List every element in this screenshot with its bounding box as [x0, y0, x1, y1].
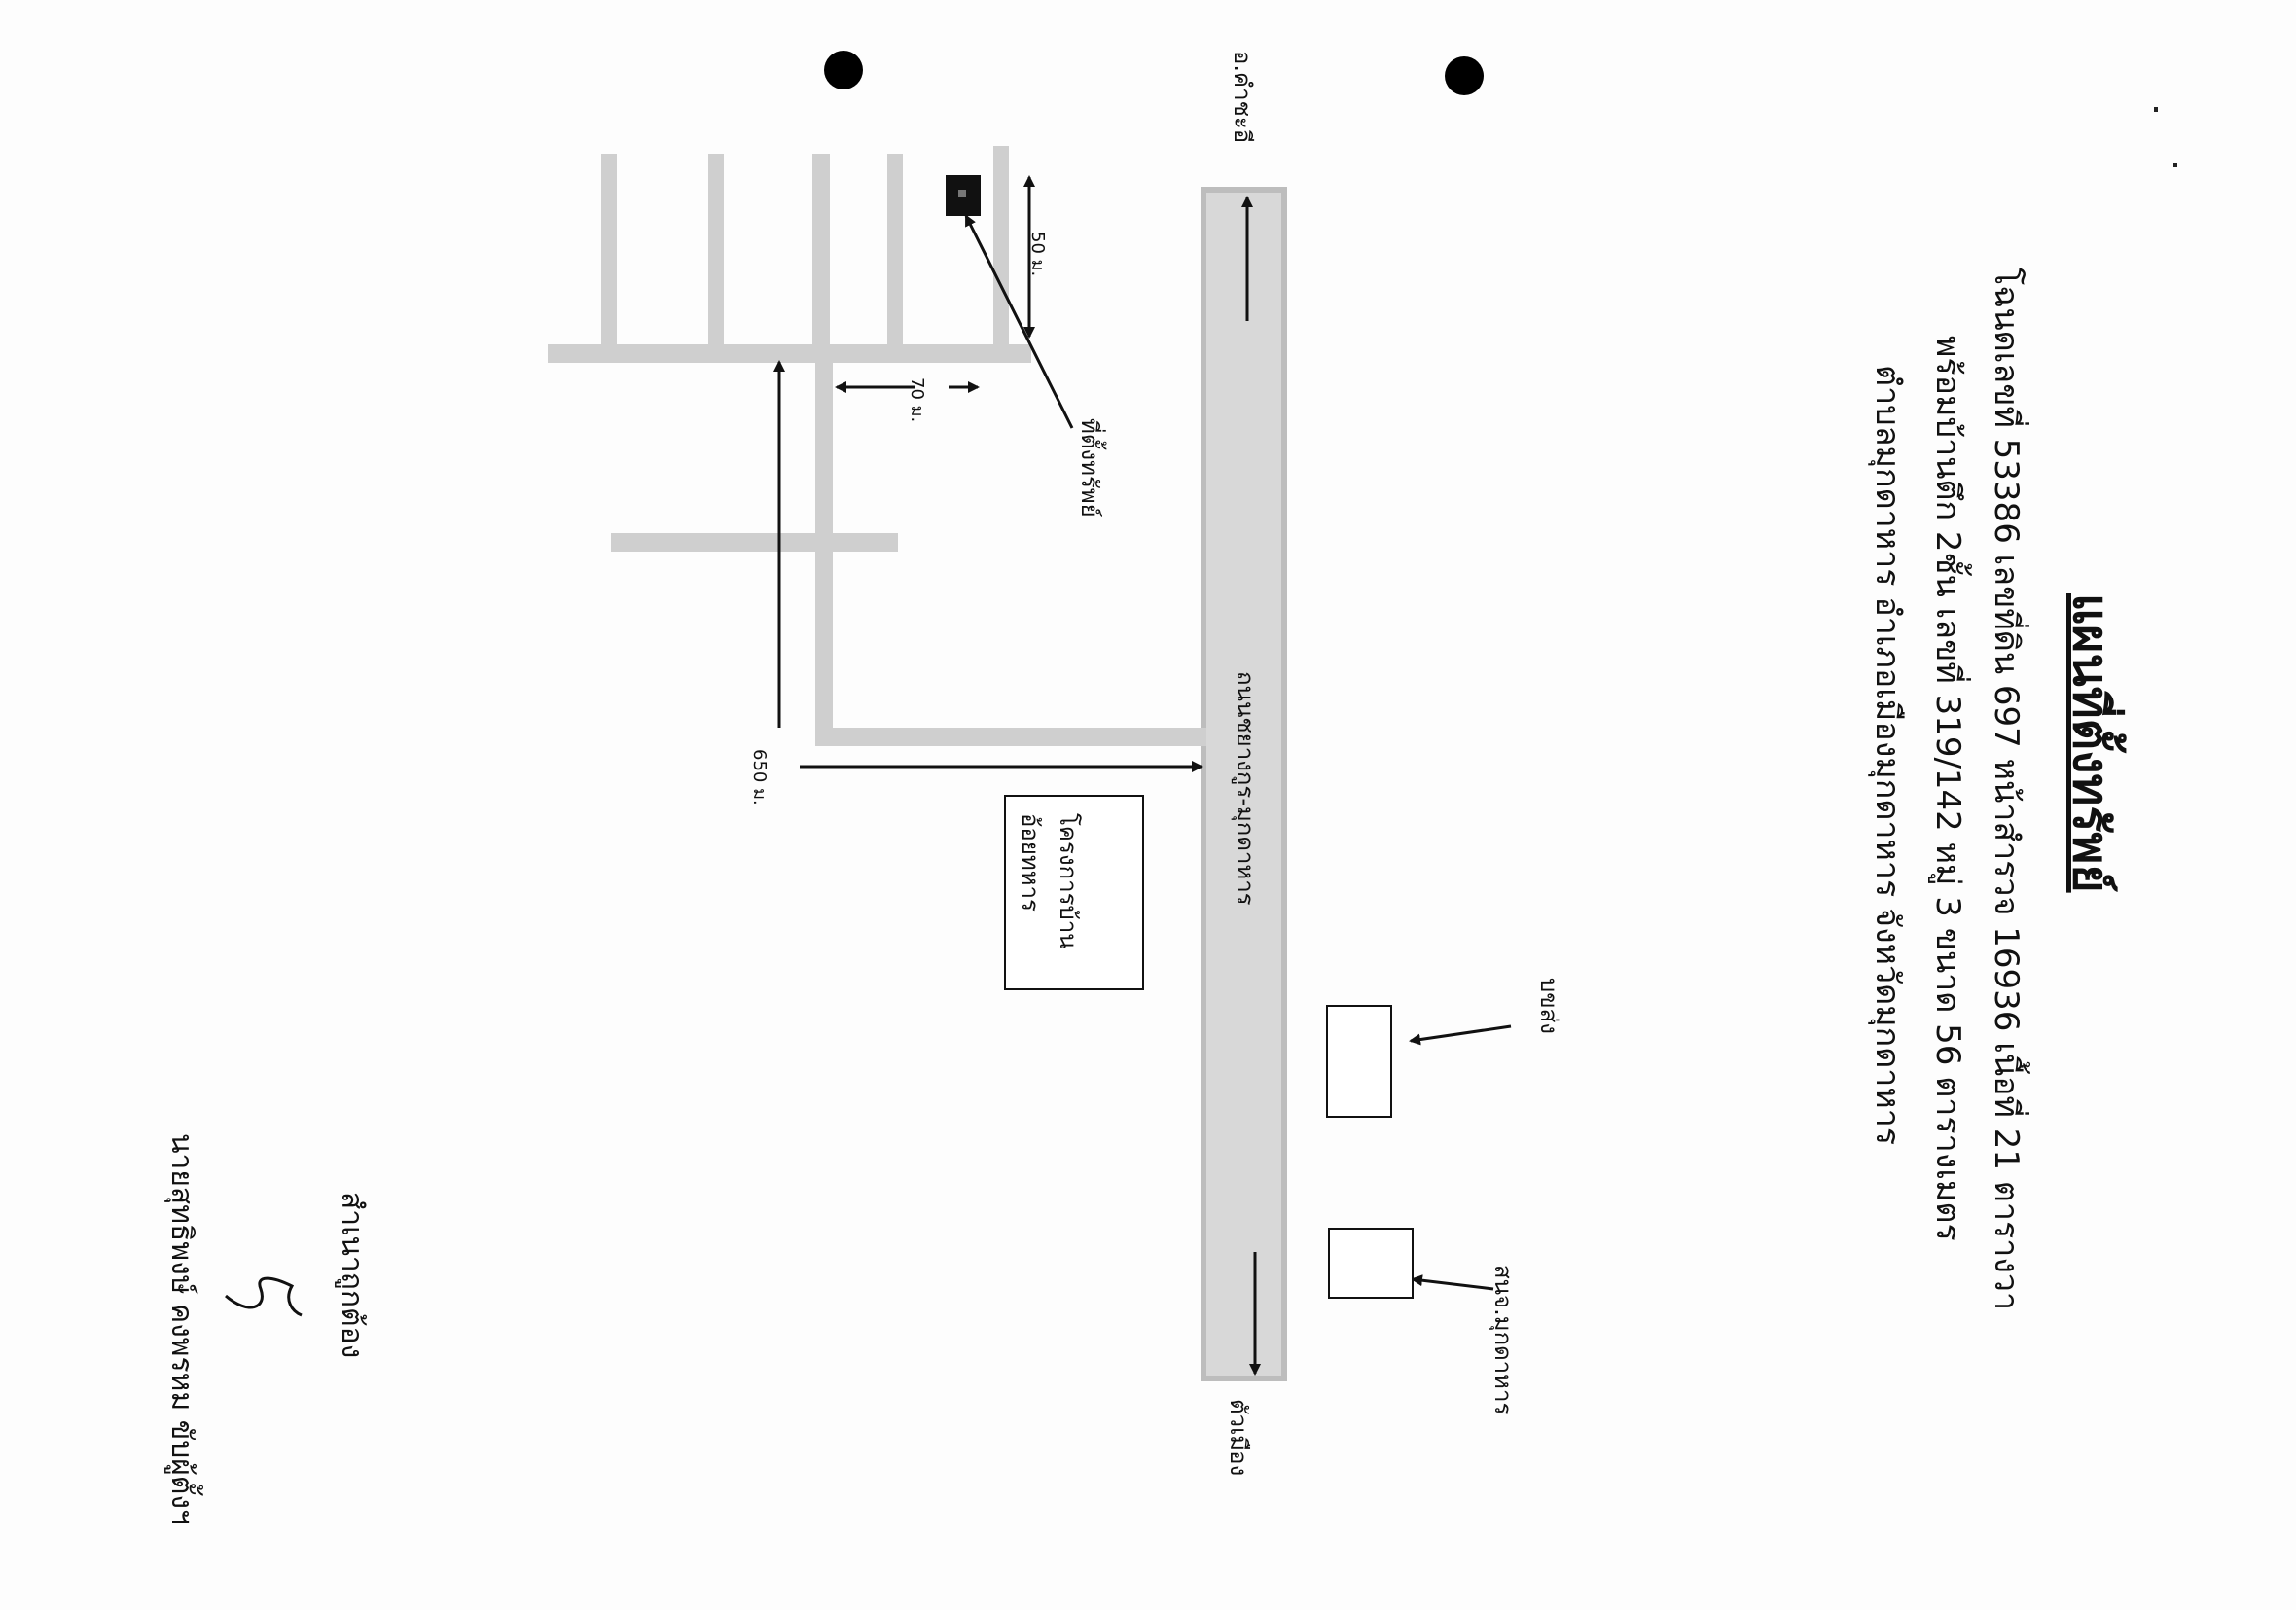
punch-hole-right	[1445, 56, 1484, 95]
certified-copy-title: สำเนาถูกต้อง	[335, 1192, 369, 1359]
property-pointer	[964, 214, 1074, 429]
hospital-box	[1328, 1228, 1414, 1299]
direction-label-bottom: ตัวเมือง	[1225, 1399, 1252, 1477]
lane-3	[812, 154, 830, 345]
soi-cross-road	[611, 533, 898, 552]
lane-4	[887, 154, 903, 345]
transport-box	[1326, 1005, 1392, 1118]
main-road-label: ถนนชยางกูร-มุกดาหาร	[1232, 671, 1259, 906]
direction-label-top: อ.คำชะอี	[1229, 51, 1256, 144]
hospital-label: สนจ.มุกดาหาร	[1489, 1265, 1517, 1415]
scan-speck	[2173, 163, 2177, 167]
signature-mark	[225, 1276, 303, 1317]
lane-2	[708, 154, 724, 345]
project-label: โครงการบ้านอ้อยทหาร	[1017, 813, 1082, 949]
distance-label-70: 70 ม.	[907, 377, 927, 423]
distance-label-50: 50 ม.	[1027, 232, 1048, 277]
scan-speck	[2154, 107, 2158, 112]
main-road	[1201, 187, 1287, 1381]
property-label: ที่ตั้งทรัพย์	[1076, 418, 1103, 518]
hospital-pointer	[1411, 1274, 1494, 1291]
lane-5	[993, 146, 1009, 345]
punch-hole-left	[824, 51, 863, 89]
lane-1	[601, 154, 617, 345]
certifier-name: นายสุทธิพงษ์ คงพรหม ขับผู้ตั้งฯ	[164, 1133, 198, 1525]
side-road-horizontal	[815, 728, 1206, 746]
top-road	[548, 344, 1031, 363]
project-box	[1004, 795, 1144, 990]
distance-label-650: 650 ม.	[749, 749, 770, 805]
transport-label: บขส่ง	[1535, 978, 1562, 1035]
transport-pointer	[1409, 1024, 1512, 1046]
